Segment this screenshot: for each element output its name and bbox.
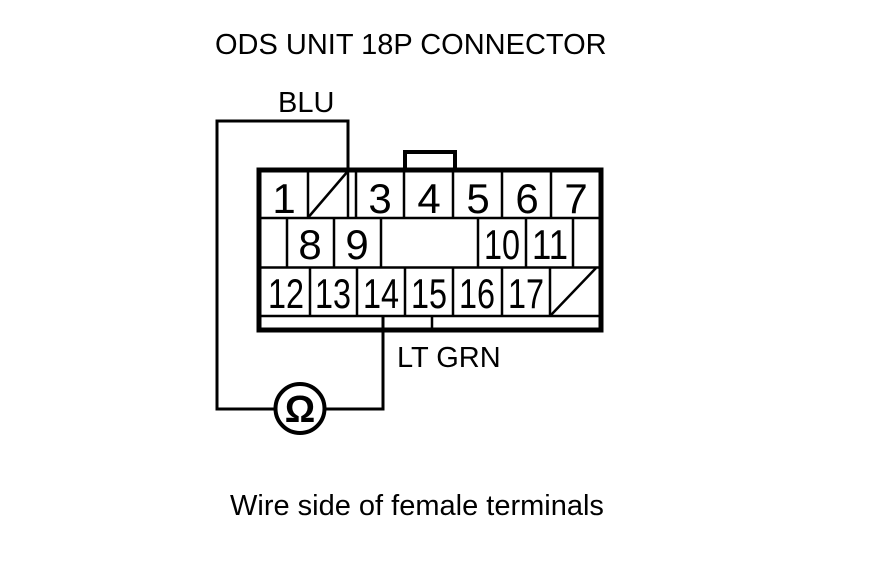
pin-11: 11 bbox=[532, 221, 568, 268]
empty-cavity-slash-icon bbox=[308, 170, 349, 218]
pin-15: 15 bbox=[411, 270, 447, 317]
pin-4: 4 bbox=[417, 175, 440, 222]
row1-pin-numbers: 1 3 4 5 6 7 bbox=[272, 175, 587, 222]
page-title: ODS UNIT 18P CONNECTOR bbox=[215, 29, 607, 61]
pin-13: 13 bbox=[315, 270, 351, 317]
ohmmeter-circle bbox=[273, 382, 327, 435]
row3-pin-numbers: 12 13 14 15 16 17 bbox=[268, 270, 544, 317]
ohm-symbol: Ω bbox=[285, 389, 315, 431]
pin-1: 1 bbox=[272, 175, 295, 222]
pin-8: 8 bbox=[298, 221, 321, 268]
test-wires bbox=[215, 119, 385, 411]
connector-row-lines bbox=[260, 216, 600, 318]
connector-tab bbox=[403, 150, 457, 168]
pin-9: 9 bbox=[345, 221, 368, 268]
row2-pin-numbers: 8 9 10 11 bbox=[298, 221, 568, 268]
pin-3: 3 bbox=[368, 175, 391, 222]
pin-5: 5 bbox=[466, 175, 489, 222]
connector-outline bbox=[256, 167, 604, 333]
diagram-caption: Wire side of female terminals bbox=[230, 490, 604, 522]
pin-16: 16 bbox=[459, 270, 495, 317]
pin-17: 17 bbox=[508, 270, 544, 317]
wire-color-label-lt-grn: LT GRN bbox=[397, 342, 501, 374]
pin-12: 12 bbox=[268, 270, 304, 317]
wire-color-label-blu: BLU bbox=[278, 87, 334, 119]
connector-body: 1 3 4 5 6 7 8 9 10 11 12 13 14 15 16 bbox=[256, 150, 604, 333]
pin-6: 6 bbox=[515, 175, 538, 222]
pin-14: 14 bbox=[363, 270, 399, 317]
row3-cell-dividers bbox=[308, 267, 597, 316]
row2-cell-dividers bbox=[285, 218, 575, 268]
pin-10: 10 bbox=[484, 221, 520, 268]
ohmmeter: Ω bbox=[273, 382, 327, 435]
empty-cavity-slash-icon bbox=[550, 267, 597, 316]
pin-7: 7 bbox=[564, 175, 587, 222]
row1-cell-dividers bbox=[306, 170, 553, 218]
blu-wire bbox=[215, 119, 350, 411]
lt-grn-wire bbox=[324, 316, 385, 411]
